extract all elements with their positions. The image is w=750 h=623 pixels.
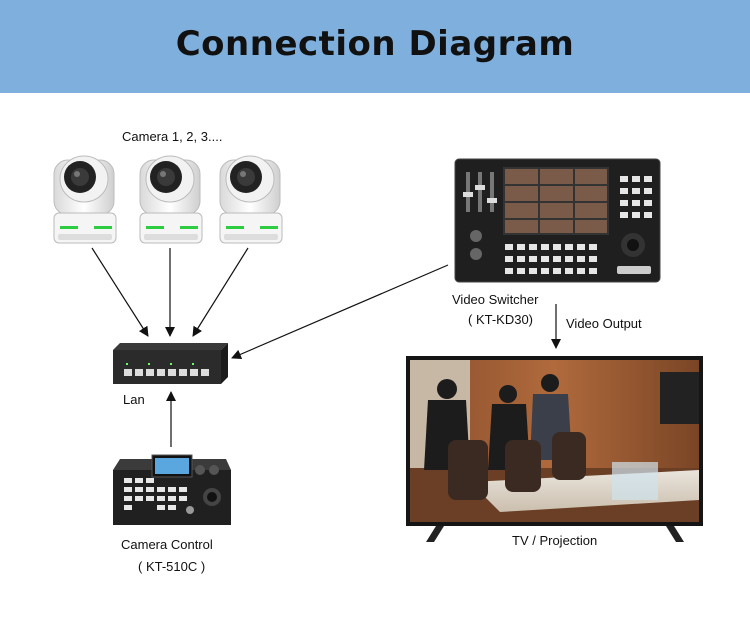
video-output-label: Video Output	[566, 316, 642, 331]
controller-model: ( KT-510C )	[138, 559, 206, 574]
switcher-label: Video Switcher	[452, 292, 539, 307]
switcher-model: ( KT-KD30)	[468, 312, 534, 327]
video-switcher	[454, 158, 661, 283]
arrow-switcher-to-lan	[231, 264, 449, 360]
camera-3	[219, 155, 283, 244]
lan-label: Lan	[123, 392, 145, 407]
cameras-label: Camera 1, 2, 3....	[122, 129, 223, 144]
lan-switch	[113, 343, 228, 384]
arrow-camera-1-to-lan	[91, 247, 149, 337]
arrow-camera-3-to-lan	[192, 247, 249, 337]
diagram-title: Connection Diagram	[175, 24, 575, 64]
header-bar: Connection Diagram	[0, 0, 750, 93]
camera-2	[139, 155, 203, 244]
tv-display	[406, 356, 703, 542]
tv-label: TV / Projection	[512, 533, 598, 548]
camera-1	[53, 155, 117, 244]
controller-label: Camera Control	[121, 537, 213, 552]
camera-controller	[113, 454, 231, 525]
